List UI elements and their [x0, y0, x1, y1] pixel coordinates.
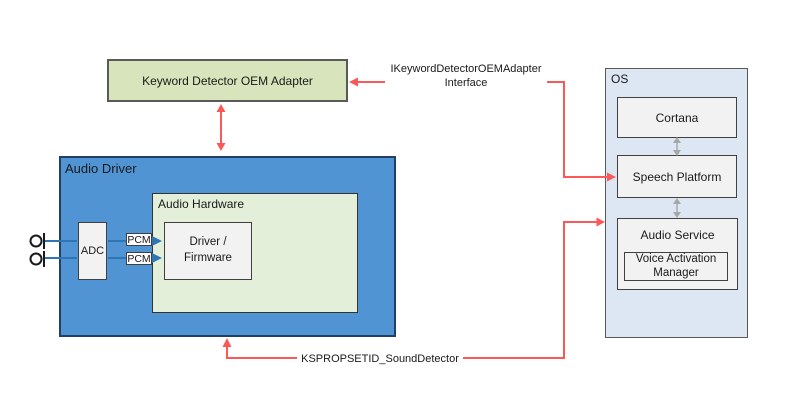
speech-platform-label: Speech Platform	[632, 169, 722, 184]
pcm-label-top: PCM	[126, 233, 152, 246]
keyword-detector-oem-adapter-box: Keyword Detector OEM Adapter	[107, 59, 348, 102]
keyword-detector-oem-adapter-label: Keyword Detector OEM Adapter	[142, 73, 313, 88]
microphone-icon	[29, 234, 43, 248]
arrowhead-into-audio-driver	[222, 338, 232, 347]
cortana-label: Cortana	[655, 110, 699, 125]
speech-platform-box: Speech Platform	[617, 155, 737, 198]
keyword-driver-double-arrow	[216, 104, 226, 151]
audio-service-label: Audio Service	[640, 228, 715, 242]
driver-firmware-label-line2: Firmware	[184, 252, 232, 264]
adc-label: ADC	[80, 245, 105, 257]
arrowhead-into-os	[596, 217, 605, 227]
cortana-box: Cortana	[617, 97, 737, 138]
kspropsetid-sounddetector-label: KSPROPSETID_SoundDetector	[297, 352, 463, 367]
os-label: OS	[611, 72, 629, 86]
pcm-label-bottom: PCM	[126, 252, 152, 265]
arrowhead-down-icon	[216, 143, 226, 151]
adc-box: ADC	[78, 222, 107, 280]
audio-driver-label: Audio Driver	[65, 161, 137, 176]
arrowhead-up-icon	[216, 104, 226, 112]
driver-firmware-label-line1: Driver /	[189, 236, 227, 249]
driver-firmware-box: Driver / Firmware	[164, 222, 252, 280]
voice-activation-manager-box: Voice Activation Manager	[624, 252, 728, 281]
voice-activation-manager-label-line1: Voice Activation	[635, 252, 717, 265]
microphone-icon	[29, 252, 43, 266]
voice-activation-manager-label-line2: Manager	[653, 266, 699, 279]
audio-hardware-label: Audio Hardware	[158, 197, 245, 211]
microphone-icons	[29, 233, 45, 267]
arrowhead-into-keyword-adapter	[349, 77, 358, 87]
ikeyworddetectoroemadapter-interface-label: IKeywordDetectorOEMAdapter Interface	[385, 62, 547, 91]
